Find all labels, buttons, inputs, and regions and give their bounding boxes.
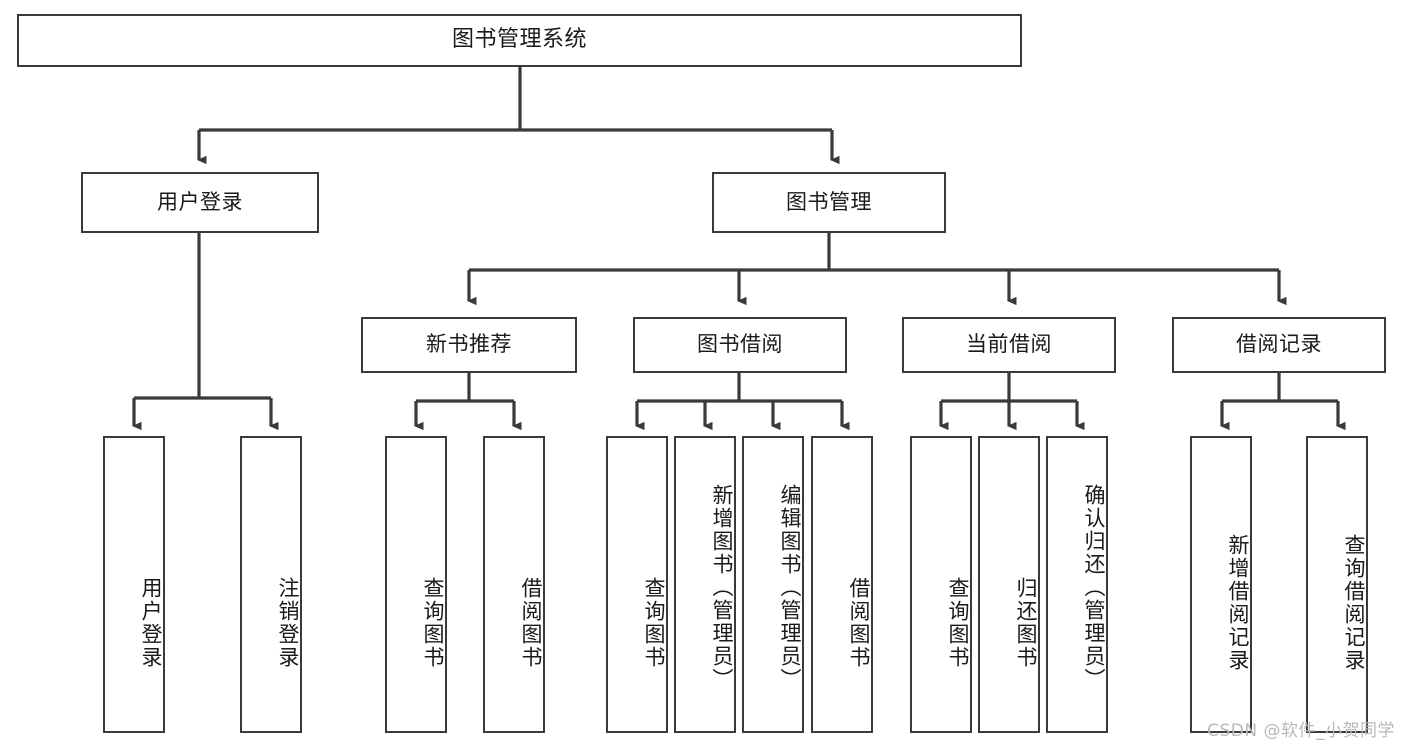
node-label: 新增图书（管理员） bbox=[710, 484, 734, 691]
node-label: 编辑图书（管理员） bbox=[778, 484, 802, 691]
node-new-book-recommend[interactable]: 新书推荐 bbox=[361, 317, 577, 373]
node-label: 借阅记录 bbox=[1236, 332, 1322, 357]
node-label: 查询借阅记录 bbox=[1342, 533, 1366, 672]
node-borrow-record[interactable]: 借阅记录 bbox=[1172, 317, 1386, 373]
node-label: 图书借阅 bbox=[697, 332, 783, 357]
node-book-borrow[interactable]: 图书借阅 bbox=[633, 317, 847, 373]
node-leaf-edit-book-admin[interactable]: 编辑图书（管理员） bbox=[742, 436, 804, 733]
node-label: 归还图书 bbox=[1014, 576, 1038, 669]
node-root-system[interactable]: 图书管理系统 bbox=[17, 14, 1022, 67]
node-leaf-confirm-return-admin[interactable]: 确认归还（管理员） bbox=[1046, 436, 1108, 733]
node-leaf-return-book[interactable]: 归还图书 bbox=[978, 436, 1040, 733]
node-leaf-query-book-borrow[interactable]: 查询图书 bbox=[606, 436, 668, 733]
node-label: 查询图书 bbox=[946, 576, 970, 669]
node-label: 用户登录 bbox=[139, 576, 163, 669]
node-current-borrow[interactable]: 当前借阅 bbox=[902, 317, 1116, 373]
node-user-login[interactable]: 用户登录 bbox=[81, 172, 319, 233]
node-leaf-logout[interactable]: 注销登录 bbox=[240, 436, 302, 733]
node-leaf-borrow-book-recommend[interactable]: 借阅图书 bbox=[483, 436, 545, 733]
node-label: 新增借阅记录 bbox=[1226, 533, 1250, 672]
node-label: 查询图书 bbox=[421, 576, 445, 669]
node-leaf-query-borrow-record[interactable]: 查询借阅记录 bbox=[1306, 436, 1368, 733]
node-leaf-add-borrow-record[interactable]: 新增借阅记录 bbox=[1190, 436, 1252, 733]
node-label: 新书推荐 bbox=[426, 332, 512, 357]
node-leaf-user-login[interactable]: 用户登录 bbox=[103, 436, 165, 733]
node-label: 图书管理系统 bbox=[451, 27, 587, 53]
node-leaf-query-book-recommend[interactable]: 查询图书 bbox=[385, 436, 447, 733]
node-leaf-query-book-current[interactable]: 查询图书 bbox=[910, 436, 972, 733]
node-leaf-borrow-book[interactable]: 借阅图书 bbox=[811, 436, 873, 733]
node-label: 用户登录 bbox=[157, 189, 243, 214]
node-label: 借阅图书 bbox=[519, 576, 543, 669]
node-label: 当前借阅 bbox=[966, 332, 1052, 357]
node-leaf-add-book-admin[interactable]: 新增图书（管理员） bbox=[674, 436, 736, 733]
node-book-management[interactable]: 图书管理 bbox=[712, 172, 946, 233]
node-label: 图书管理 bbox=[786, 189, 872, 214]
node-label: 确认归还（管理员） bbox=[1082, 484, 1106, 691]
node-label: 注销登录 bbox=[276, 576, 300, 669]
node-label: 查询图书 bbox=[642, 576, 666, 669]
watermark-text: CSDN @软件_小贺同学 bbox=[1207, 721, 1395, 741]
node-label: 借阅图书 bbox=[847, 576, 871, 669]
